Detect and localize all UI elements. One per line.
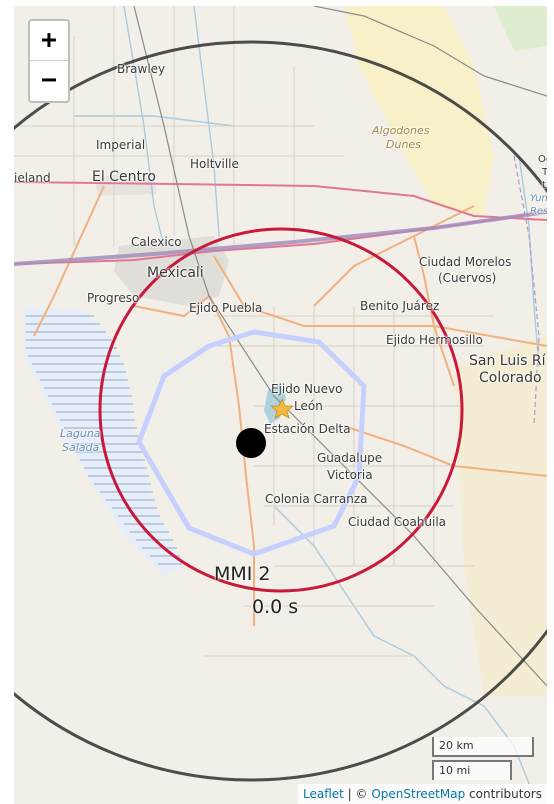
- place-san-luis-2: Colorado: [479, 370, 542, 386]
- minor-roads: [14, 6, 494, 657]
- zoom-out-button[interactable]: −: [41, 65, 57, 95]
- place-el-centro: El Centro: [92, 169, 156, 185]
- place-estacion-delta: Estación Delta: [264, 422, 351, 436]
- railways: [133, 6, 547, 687]
- place-yuma-fragment-5: Res: [530, 206, 547, 217]
- place-san-luis-1: San Luis Rí: [469, 353, 546, 369]
- place-guadalupe-victoria-1: Guadalupe: [317, 451, 383, 465]
- place-brawley: Brawley: [117, 62, 166, 76]
- place-calexico: Calexico: [131, 235, 182, 249]
- place-holtville: Holtville: [190, 157, 239, 171]
- place-yuma-fragment-2: T: [542, 167, 547, 178]
- scale-bar-km: 20 km: [432, 737, 534, 757]
- elapsed-time-label: 0.0 s: [252, 596, 299, 618]
- place-colonia-carranza: Colonia Carranza: [265, 492, 368, 506]
- attribution-separator: | ©: [343, 787, 372, 801]
- place-ejido-nuevo-leon-1: Ejido Nuevo: [271, 382, 343, 396]
- openstreetmap-link[interactable]: OpenStreetMap: [371, 787, 466, 801]
- place-guadalupe-victoria-2: Victoria: [327, 468, 373, 482]
- zoom-in-button[interactable]: +: [30, 21, 68, 61]
- place-westmorland: ieland: [14, 171, 51, 185]
- reserve-area: [454, 336, 547, 696]
- state-boundary: [513, 155, 540, 427]
- basemap-layer: [14, 6, 547, 797]
- s-wave-ring: [98, 227, 464, 593]
- dunes-area: [344, 6, 494, 216]
- place-progreso: Progreso: [87, 291, 140, 305]
- map-canvas[interactable]: Brawley Imperial Holtville El Centro iel…: [14, 6, 547, 804]
- place-ejido-hermosillo: Ejido Hermosillo: [386, 333, 483, 347]
- place-mexicali: Mexicali: [147, 265, 204, 281]
- place-laguna-salada-2: Salada: [62, 441, 100, 454]
- station-star-icon: [269, 397, 295, 419]
- place-yuma-fragment-3: t: [542, 180, 546, 191]
- place-ciudad-coahuila: Ciudad Coahuila: [348, 515, 447, 529]
- mmi-contour: [136, 329, 367, 557]
- scale-bar-mi: 10 mi: [432, 760, 512, 780]
- place-algodones-dunes-2: Dunes: [386, 138, 421, 151]
- leaflet-link[interactable]: Leaflet: [303, 787, 344, 801]
- el-centro-urban-area: [94, 174, 156, 196]
- border-line: [14, 210, 547, 266]
- place-imperial: Imperial: [96, 138, 146, 152]
- place-ciudad-morelos-2: (Cuervos): [438, 271, 497, 285]
- place-yuma-fragment-4: Yun: [530, 193, 547, 204]
- place-yuma-fragment-1: Oc: [538, 154, 547, 165]
- place-algodones-dunes-1: Algodones: [372, 124, 430, 137]
- attribution-suffix: contributors: [465, 787, 542, 801]
- park-area: [494, 6, 547, 51]
- place-ejido-puebla: Ejido Puebla: [189, 301, 263, 315]
- place-benito-juarez: Benito Juárez: [360, 299, 440, 313]
- zoom-control: + −: [28, 19, 70, 103]
- epicenter-marker[interactable]: [236, 428, 266, 458]
- place-ciudad-morelos-1: Ciudad Morelos: [419, 255, 512, 269]
- outer-wave-ring: [14, 40, 547, 782]
- mmi-label: MMI 2: [214, 563, 271, 585]
- place-ejido-nuevo-leon-2: León: [294, 399, 323, 413]
- attribution: Leaflet | © OpenStreetMap contributors: [298, 784, 547, 804]
- place-laguna-salada-1: Laguna: [60, 427, 101, 440]
